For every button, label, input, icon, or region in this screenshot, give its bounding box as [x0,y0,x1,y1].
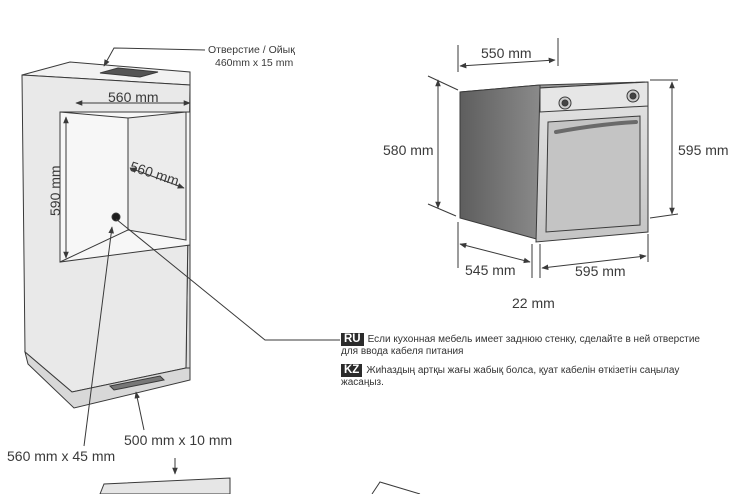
kz-tag: KZ [341,364,363,377]
ru-tag: RU [341,333,364,346]
kz-text-line2: жасаңыз. [341,377,384,388]
cabinet-width-label: 560 mm [108,89,159,105]
oven-height-right-label: 595 mm [678,142,729,158]
cable-hole-leader [83,226,114,447]
hole-label-line2: 460mm x 15 mm [215,57,294,69]
bottom-vent-label: 500 mm x 10 mm [124,432,233,448]
cable-hole-label: 560 mm x 45 mm [7,448,116,464]
oven-handle [554,120,638,134]
oven-width-arrow [541,253,647,271]
cab-depth-arrow [129,167,185,189]
oven-side [459,84,541,241]
oven-depth-top-arrow [459,57,556,69]
ru-text-line1: Если кухонная мебель имеет заднюю стенку… [367,334,700,345]
oven-drawing [459,81,649,243]
vent-leader [134,391,145,431]
hole-label-line1: Отверстие / Ойық [208,44,295,56]
ru-text-line2: для ввода кабеля питания [341,346,464,357]
bottom-vent-slot [108,375,166,391]
oven-height-left-label: 580 mm [383,142,434,158]
oven-width-label: 595 mm [575,263,626,279]
cabinet-height-label: 590 mm [47,165,63,216]
top-hole [99,67,159,78]
oven-depth-bottom-label: 545 mm [465,262,516,278]
hole-leader [103,47,206,67]
cable-leader [115,218,340,341]
kz-text-line1: Жиһаздың артқы жағы жабық болса, қуат ка… [366,365,680,376]
oven-window [545,115,641,233]
panel-offset-label: 22 mm [512,295,555,311]
cabinet-drawing [21,61,191,409]
oven-depth-top-label: 550 mm [481,45,532,61]
bottom-panel-fragment [99,477,231,494]
cable-hole [111,212,121,222]
oven-depth-bottom-arrow [459,242,531,264]
